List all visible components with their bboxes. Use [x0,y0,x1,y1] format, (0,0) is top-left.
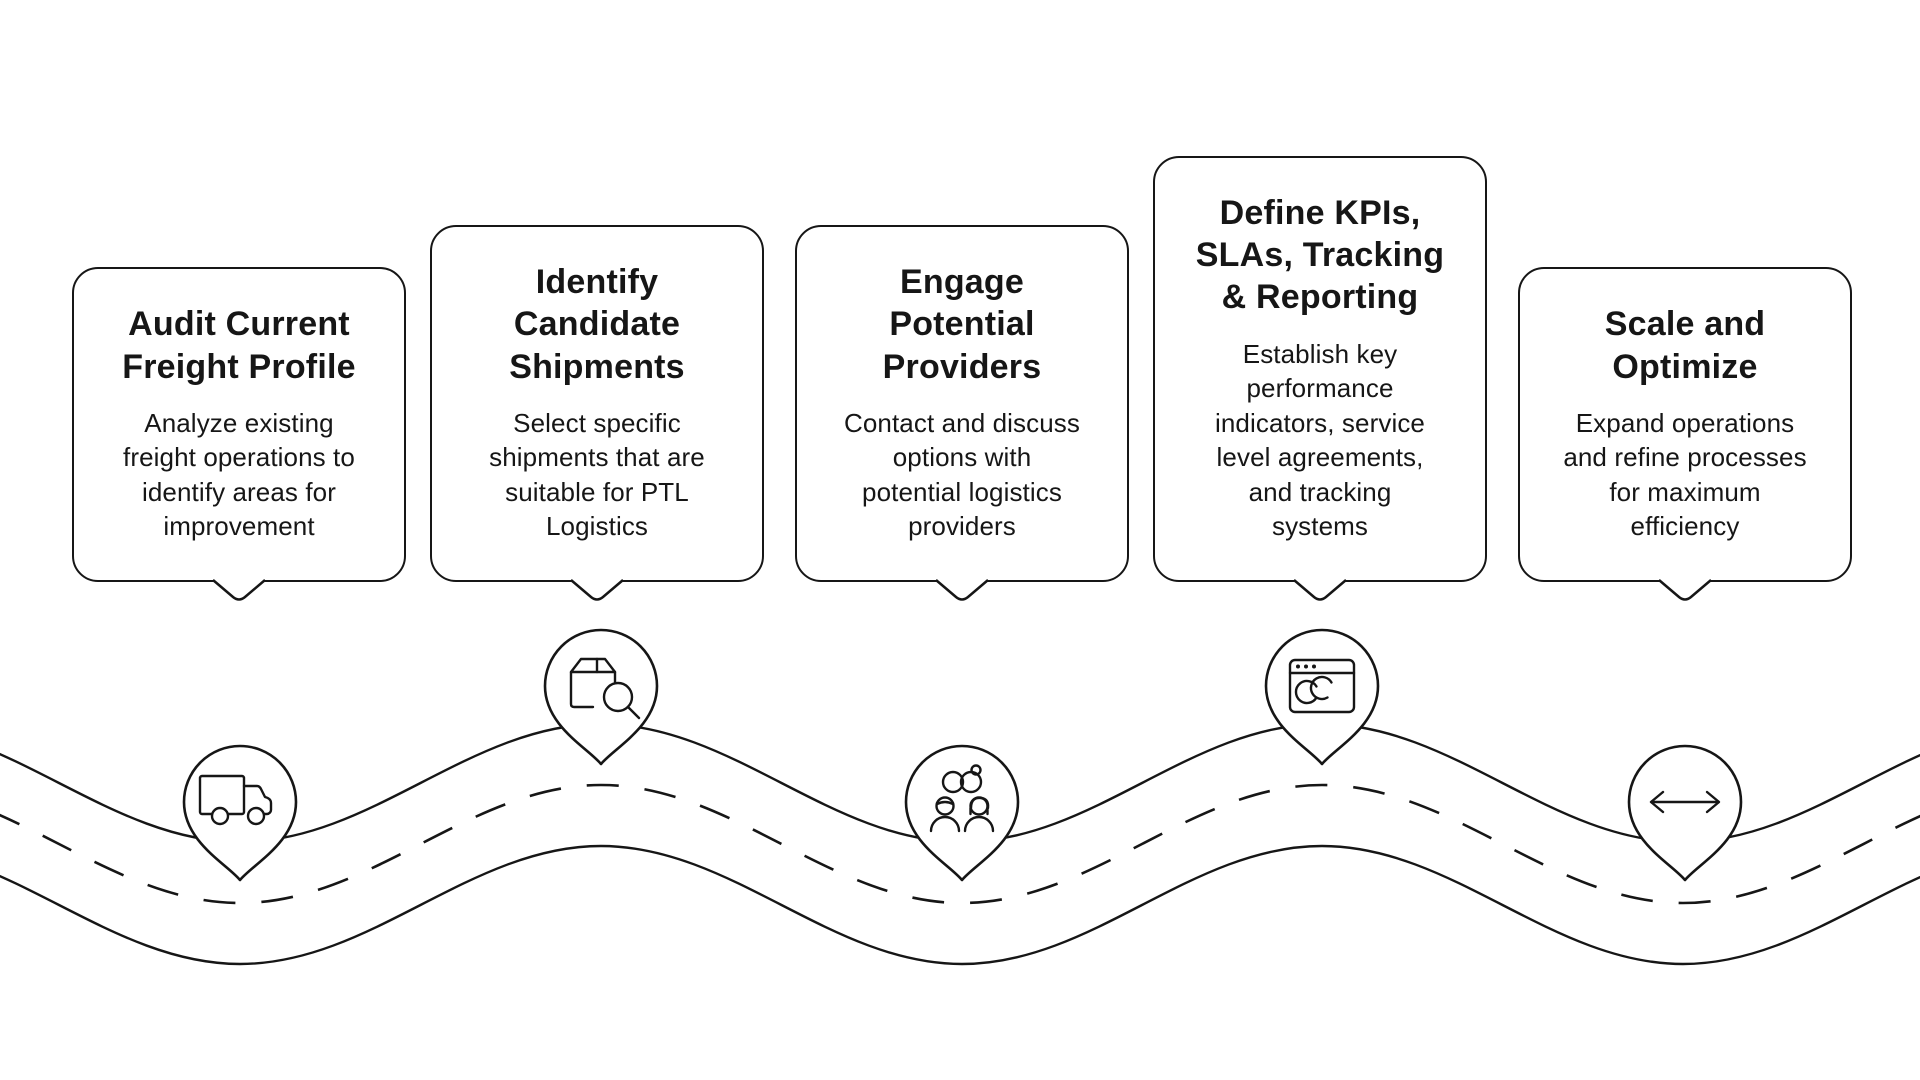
road-center-dashed-line [0,783,1920,905]
step-card-4: Define KPIs, SLAs, Tracking & Reporting … [1153,156,1487,601]
step-description: Contact and discuss options with potenti… [843,407,1081,542]
step-card-2: Identify Candidate Shipments Select spec… [430,225,764,601]
tracking-dashboard-icon [1288,658,1356,714]
card-tail [1293,579,1347,601]
truck-icon [198,774,273,826]
pin-shape [904,744,1020,882]
step-title: Engage Potential Providers [882,263,1042,386]
step-title: Define KPIs, SLAs, Tracking & Reporting [1195,194,1445,317]
step-description: Expand operations and refine processes f… [1563,407,1807,542]
card-tail [570,579,624,601]
step-card-5: Scale and Optimize Expand operations and… [1518,267,1852,601]
step-card-3: Engage Potential Providers Contact and d… [795,225,1129,601]
partnership-icon [929,764,995,833]
map-pin-3 [904,744,1020,882]
step-title: Scale and Optimize [1604,305,1766,386]
step-description: Select specific shipments that are suita… [489,407,705,542]
pin-shape [543,628,659,766]
package-search-icon [569,657,641,720]
step-description: Establish key performance indicators, se… [1215,338,1425,542]
pin-shape [1627,744,1743,882]
step-description: Analyze existing freight operations to i… [123,407,355,542]
card-tail [935,579,989,601]
map-pin-1 [182,744,298,882]
card-tail [212,579,266,601]
card-tail [1658,579,1712,601]
road-bottom-edge [0,844,1920,966]
map-pin-2 [543,628,659,766]
pin-shape [1264,628,1380,766]
expand-arrows-icon [1649,790,1721,814]
step-title: Identify Candidate Shipments [509,263,685,386]
step-card-1: Audit Current Freight Profile Analyze ex… [72,267,406,601]
map-pin-4 [1264,628,1380,766]
map-pin-5 [1627,744,1743,882]
step-title: Audit Current Freight Profile [122,305,356,386]
